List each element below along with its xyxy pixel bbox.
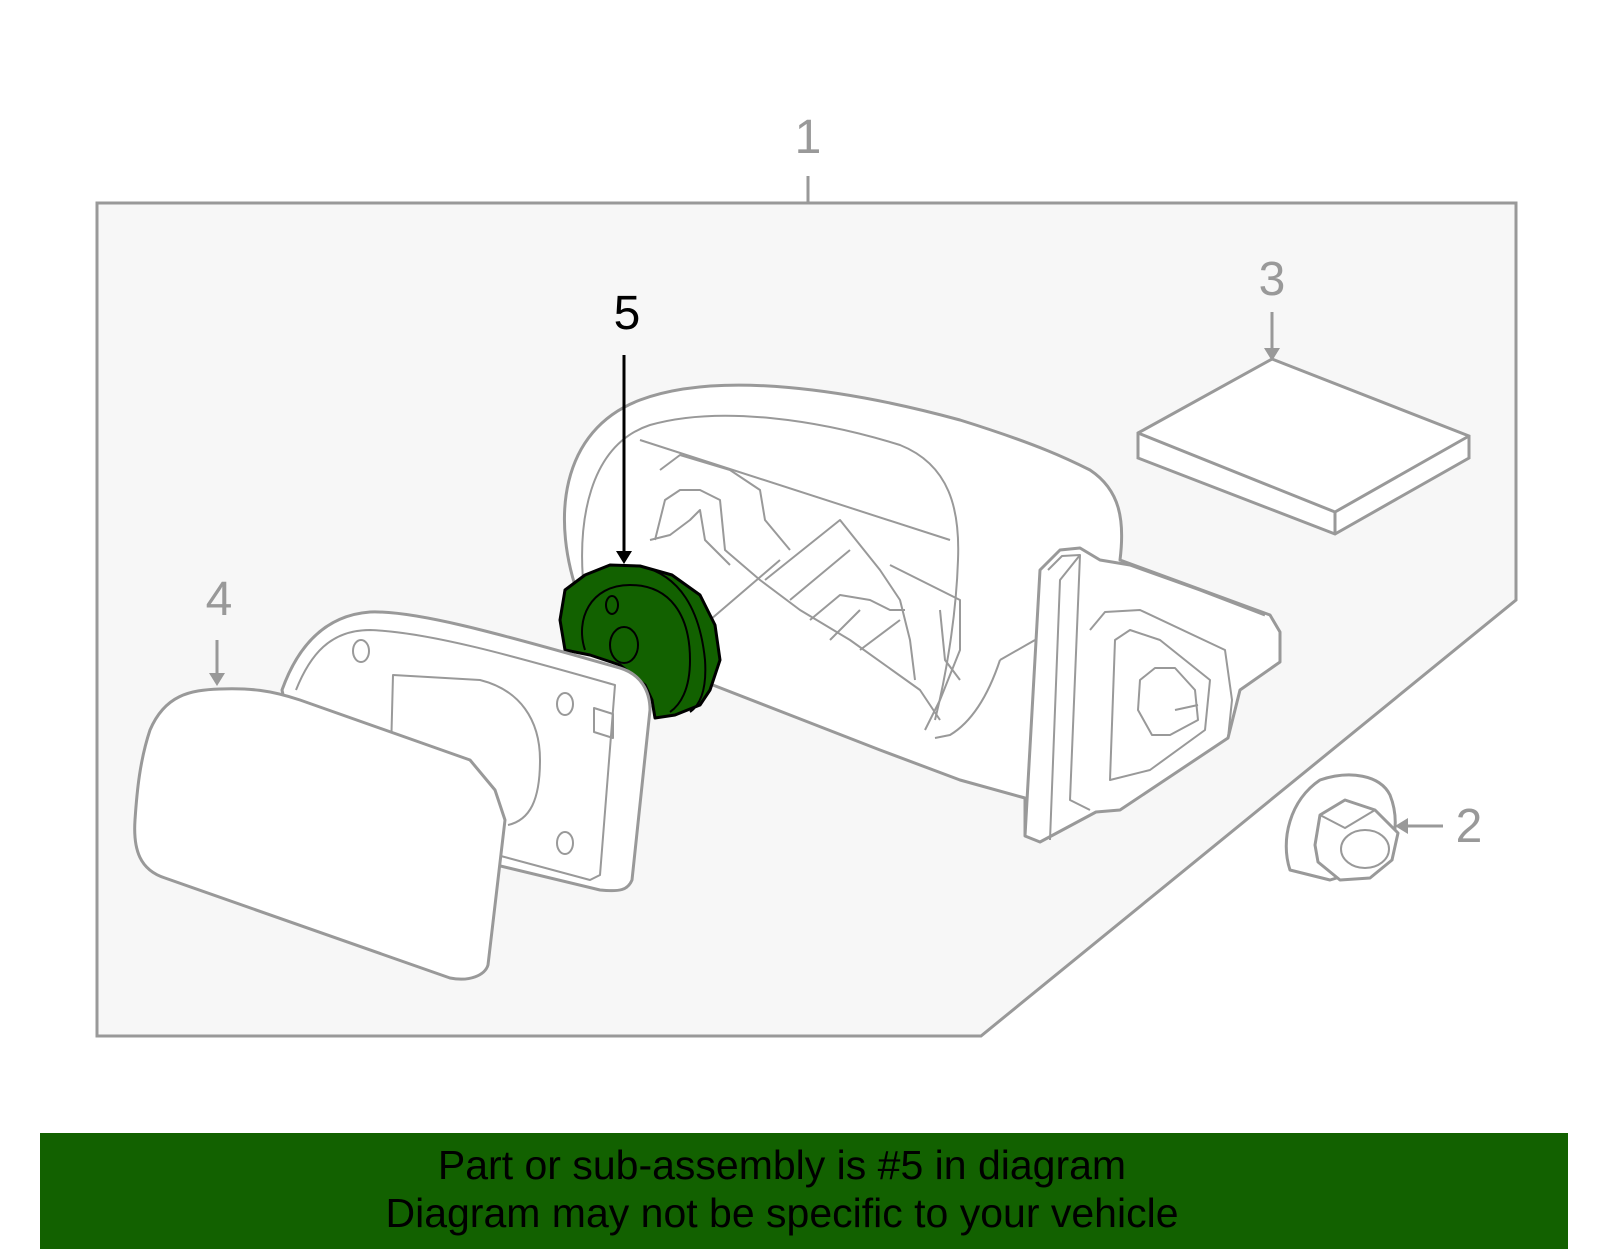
banner-line-1: Part or sub-assembly is #5 in diagram xyxy=(437,1142,1127,1188)
callout-2-arrow xyxy=(1395,818,1443,834)
callout-2-label: 2 xyxy=(1456,800,1483,853)
banner-line-2: Diagram may not be specific to your vehi… xyxy=(385,1190,1179,1236)
callout-3-label: 3 xyxy=(1259,253,1286,306)
mirror-housing xyxy=(563,383,1282,844)
part-4-mirror-glass xyxy=(133,687,507,981)
callout-5-label: 5 xyxy=(614,287,641,340)
callout-4-arrow xyxy=(209,640,225,686)
info-banner: Part or sub-assembly is #5 in diagram Di… xyxy=(40,1133,1568,1249)
part-3-mirror-glass-pad xyxy=(1136,357,1471,536)
part-5-highlighted-actuator xyxy=(558,563,722,720)
callout-1-label: 1 xyxy=(795,111,822,164)
callout-4-label: 4 xyxy=(206,573,233,626)
part-2-nut xyxy=(1284,773,1400,882)
callout-3-arrow xyxy=(1264,312,1280,361)
callout-5-arrow xyxy=(616,355,632,564)
